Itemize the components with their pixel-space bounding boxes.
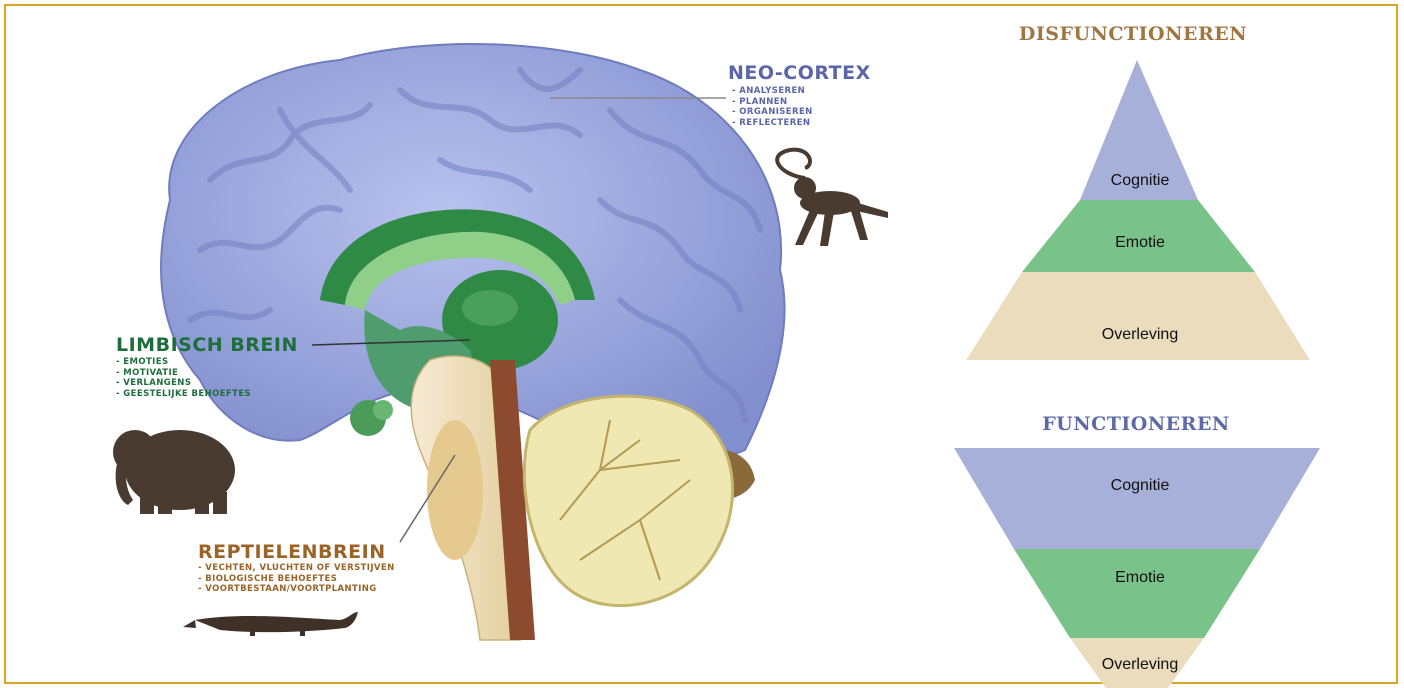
fun-emotie-band <box>1014 549 1260 638</box>
neo-item: - ANALYSEREN <box>732 86 813 97</box>
reptiel-item: - VOORTBESTAAN/VOORTPLANTING <box>198 584 395 595</box>
cerebellum <box>524 396 732 605</box>
disfunctioneren-title: DISFUNCTIONEREN <box>933 23 1333 45</box>
pons <box>427 420 483 560</box>
neo-cortex-title: NEO-CORTEX <box>728 62 871 84</box>
limbisch-item: - MOTIVATIE <box>116 368 251 379</box>
fun-overleving-label: Overleving <box>1080 656 1200 674</box>
limbisch-list: - EMOTIES - MOTIVATIE - VERLANGENS - GEE… <box>116 357 251 399</box>
crocodile-icon <box>183 612 358 636</box>
limbisch-title: LIMBISCH BREIN <box>116 334 298 356</box>
functioneren-title: FUNCTIONEREN <box>936 413 1336 435</box>
dis-emotie-label: Emotie <box>1080 234 1200 252</box>
neo-cortex-list: - ANALYSEREN - PLANNEN - ORGANISEREN - R… <box>732 86 813 128</box>
limbisch-item: - EMOTIES <box>116 357 251 368</box>
elephant-icon <box>113 430 235 514</box>
reptiel-item: - BIOLOGISCHE BEHOEFTES <box>198 574 395 585</box>
reptiel-list: - VECHTEN, VLUCHTEN OF VERSTIJVEN - BIOL… <box>198 563 395 595</box>
neo-item: - PLANNEN <box>732 97 813 108</box>
dis-overleving-band <box>958 272 1318 360</box>
neo-item: - REFLECTEREN <box>732 118 813 129</box>
reptiel-item: - VECHTEN, VLUCHTEN OF VERSTIJVEN <box>198 563 395 574</box>
dis-overleving-label: Overleving <box>1080 326 1200 344</box>
fun-cognitie-band <box>954 448 1320 549</box>
fun-emotie-label: Emotie <box>1080 569 1200 587</box>
thalamus-highlight <box>462 290 518 326</box>
disfunctioneren-pyramid <box>950 60 1330 360</box>
limbisch-item: - VERLANGENS <box>116 378 251 389</box>
dis-cognitie-label: Cognitie <box>1080 172 1200 190</box>
neo-item: - ORGANISEREN <box>732 107 813 118</box>
reptiel-title: REPTIELENBREIN <box>198 541 386 563</box>
monkey-icon <box>777 150 888 246</box>
limbisch-item: - GEESTELIJKE BEHOEFTES <box>116 389 251 400</box>
fun-cognitie-label: Cognitie <box>1080 477 1200 495</box>
